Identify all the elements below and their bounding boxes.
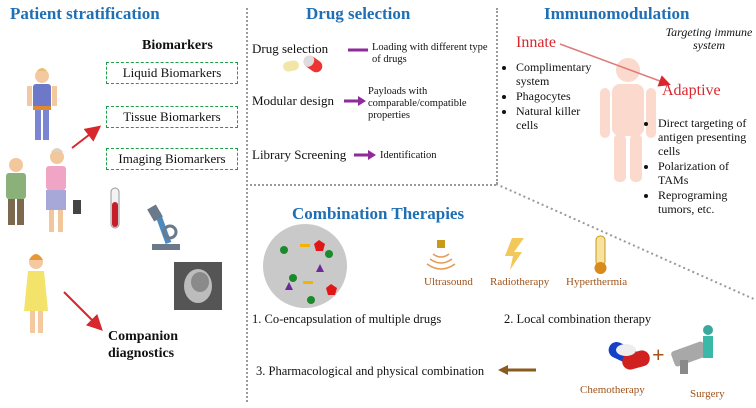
coencap-label: 1. Co-encapsulation of multiple drugs xyxy=(252,312,442,326)
surgery-icon xyxy=(671,325,713,374)
nanoparticle-icon xyxy=(263,224,347,308)
human-body-icon xyxy=(600,58,656,182)
adaptive-item: Reprograming tumors, etc. xyxy=(658,188,738,216)
targeting-label: Targeting immune system xyxy=(665,25,753,52)
drug-row-2-label: Modular design xyxy=(252,93,334,108)
hyperthermia-icon xyxy=(594,235,607,274)
drug-row-3-desc: Identification xyxy=(380,150,437,161)
person-elderly-woman-icon xyxy=(46,148,81,232)
radiotherapy-icon xyxy=(505,238,524,270)
divider-left xyxy=(246,8,248,402)
adaptive-label: Adaptive xyxy=(662,82,721,99)
immuno-title: Immunomodulation xyxy=(544,4,690,23)
chemo-pills-icon xyxy=(608,342,650,370)
arrow-to-biomarkers xyxy=(71,125,102,149)
innate-label: Innate xyxy=(516,34,556,51)
person-young-woman-icon xyxy=(24,254,48,333)
person-elderly-man-icon xyxy=(6,158,26,225)
innate-list: Complimentary system Phagocytes Natural … xyxy=(502,60,600,133)
adaptive-list: Direct targeting of antigen presenting c… xyxy=(644,116,754,217)
drug-row-3-label: Library Screening xyxy=(252,147,347,162)
radiotherapy-label: Radiotherapy xyxy=(490,276,550,288)
companion-diagnostics: Companion diagnostics xyxy=(108,329,179,361)
innate-adaptive-arrow xyxy=(559,43,671,87)
ultrasound-label: Ultrasound xyxy=(424,276,473,288)
microscope-icon xyxy=(147,204,180,250)
innate-item: Natural killer cells xyxy=(516,104,586,132)
drug-row-2-desc: Payloads with comparable/compatible prop… xyxy=(368,86,467,121)
capsule-icon xyxy=(283,55,323,73)
adaptive-item: Polarization of TAMs xyxy=(658,159,754,187)
ultrasound-icon xyxy=(426,240,456,270)
divider-horizontal xyxy=(246,184,496,186)
test-tube-icon xyxy=(110,187,120,229)
pharma-label: 3. Pharmacological and physical combinat… xyxy=(256,364,485,378)
drug-row-1-desc: Loading with different type of drugs xyxy=(372,42,488,65)
drug-selection-title: Drug selection xyxy=(306,4,411,23)
drug-row-1-label: Drug selection xyxy=(252,41,329,56)
local-label: 2. Local combination therapy xyxy=(504,312,652,326)
hyperthermia-label: Hyperthermia xyxy=(566,276,628,288)
adaptive-item: Direct targeting of antigen presenting c… xyxy=(658,116,754,158)
chemotherapy-label: Chemotherapy xyxy=(580,384,645,396)
liquid-biomarkers-box: Liquid Biomarkers xyxy=(106,62,238,84)
imaging-biomarkers-box: Imaging Biomarkers xyxy=(106,148,238,170)
innate-item: Complimentary system xyxy=(516,60,600,88)
person-standing-icon xyxy=(27,68,57,140)
mri-scan-icon xyxy=(174,262,222,310)
divider-mid xyxy=(496,8,498,184)
innate-item: Phagocytes xyxy=(516,89,600,103)
purple-arrow-3 xyxy=(354,150,376,160)
plus-sign: + xyxy=(652,342,665,367)
tissue-biomarkers-box: Tissue Biomarkers xyxy=(106,106,238,128)
brown-arrow xyxy=(498,365,536,375)
combo-title: Combination Therapies xyxy=(292,204,465,223)
surgery-label: Surgery xyxy=(690,388,725,400)
biomarkers-heading: Biomarkers xyxy=(142,38,213,53)
purple-arrow-2 xyxy=(344,96,366,106)
arrow-to-companion xyxy=(63,291,103,331)
stratification-title: Patient stratification xyxy=(10,4,160,23)
